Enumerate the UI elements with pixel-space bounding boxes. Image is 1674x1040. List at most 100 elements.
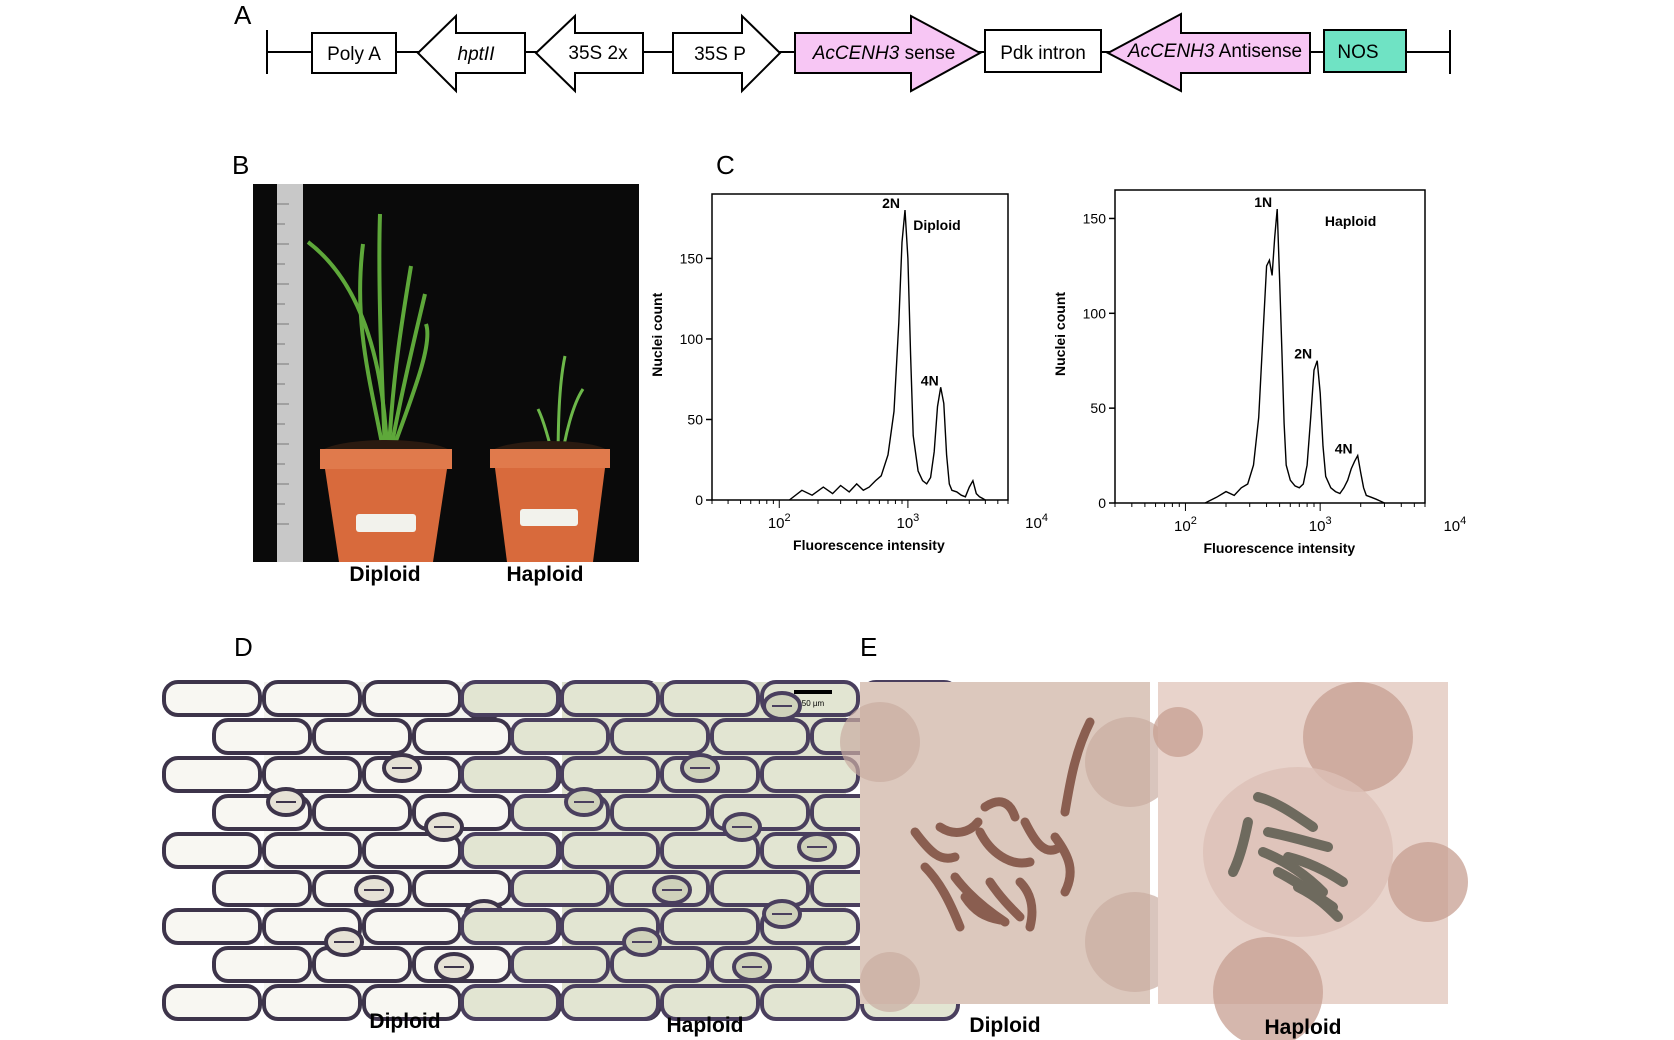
x-tick-label: 102 [768, 512, 791, 532]
y-axis-label: Nuclei count [1052, 292, 1068, 376]
peak-label: 4N [921, 372, 939, 388]
epidermal-cell [162, 680, 262, 717]
stomata-caption-haploid: Haploid [666, 1014, 744, 1037]
diploid-pot [320, 440, 452, 562]
epidermal-cell [460, 832, 560, 869]
y-tick-label: 150 [1083, 210, 1107, 226]
epidermal-cell [162, 984, 262, 1021]
scale-bar-label: 50 µm [802, 699, 825, 708]
construct-pdk-intron-box: Pdk intron [984, 29, 1102, 73]
epidermal-cell [312, 946, 412, 983]
epidermal-cell [660, 832, 760, 869]
chromosome-caption-diploid: Diploid [969, 1014, 1041, 1037]
x-tick-label: 103 [1309, 515, 1332, 535]
scale-bar [794, 690, 832, 694]
epidermal-cell [710, 718, 810, 755]
x-tick-label: 104 [1025, 512, 1048, 532]
panel-letter-d: D [234, 632, 253, 662]
epidermal-cell [610, 946, 710, 983]
stomata-photo-haploid: 50 µm [460, 680, 1010, 1021]
chart-frame [711, 193, 1009, 501]
epidermal-cell [660, 908, 760, 945]
haploid-chromosomes [1228, 792, 1348, 922]
peak-label: 2N [882, 195, 900, 211]
epidermal-cell [560, 984, 660, 1021]
construct-label: Pdk intron [1000, 43, 1086, 64]
haploid-pot [490, 441, 610, 562]
construct-nos-box: NOS [1323, 29, 1407, 73]
diploid-chromosomes [910, 717, 1095, 932]
epidermal-cell [610, 794, 710, 831]
epidermal-cell [460, 908, 560, 945]
epidermal-cell [460, 680, 560, 717]
construct-label: 35S 2x [568, 43, 628, 64]
construct-label: hptII [458, 44, 496, 65]
panel-letter-e: E [860, 632, 878, 662]
epidermal-cell [412, 870, 512, 907]
construct-label: Poly A [327, 44, 381, 65]
stomata-caption-diploid: Diploid [369, 1010, 441, 1033]
construct-label: AcCENH3 Antisense [1127, 41, 1302, 62]
epidermal-cell [262, 984, 362, 1021]
ruler [277, 184, 303, 562]
y-tick-label: 150 [680, 250, 704, 266]
construct-accenh3-sense-arrow: AcCENH3 sense [794, 14, 983, 93]
chromosome-photo-diploid [840, 682, 1185, 1012]
epidermal-cell [362, 680, 462, 717]
epidermal-cell [162, 908, 262, 945]
gene-construct-diagram: Poly A hptII 35S 2x 35S P AcCENH3 sense … [266, 12, 1451, 94]
epidermal-cell [660, 984, 760, 1021]
chart-legend: Diploid [913, 217, 960, 233]
y-tick-label: 50 [1090, 400, 1106, 416]
y-tick-label: 50 [687, 411, 703, 427]
chromosome-caption-haploid: Haploid [1264, 1016, 1342, 1039]
epidermal-cell [312, 718, 412, 755]
epidermal-cell [560, 756, 660, 793]
construct-poly-a-box: Poly A [311, 32, 397, 74]
construct-35s-p-arrow: 35S P [672, 13, 782, 94]
y-tick-label: 100 [680, 331, 704, 347]
panel-letter-a: A [234, 0, 252, 30]
chart-frame [1114, 189, 1426, 504]
epidermal-cell [312, 794, 412, 831]
epidermal-cell [760, 756, 860, 793]
pot-tag-diploid [356, 514, 416, 532]
x-tick-label: 102 [1174, 515, 1197, 535]
construct-label: AcCENH3 sense [812, 43, 956, 64]
construct-label: NOS [1337, 42, 1378, 63]
chart-legend: Haploid [1325, 213, 1376, 229]
epidermal-cell [510, 718, 610, 755]
construct-hptii-arrow: hptII [416, 13, 526, 94]
construct-35s-2x-arrow: 35S 2x [534, 13, 644, 94]
panel-letter-c: C [716, 150, 735, 180]
epidermal-cell [212, 870, 312, 907]
plant-caption-diploid: Diploid [349, 563, 421, 586]
chromosome-photo-haploid [1153, 682, 1468, 1040]
epidermal-cell [710, 870, 810, 907]
epidermal-cell [162, 832, 262, 869]
y-axis-label: Nuclei count [649, 292, 665, 376]
epidermal-cell [760, 984, 860, 1021]
epidermal-cell [510, 870, 610, 907]
panel-letter-b: B [232, 150, 250, 180]
y-tick-label: 100 [1083, 305, 1107, 321]
epidermal-cell [262, 832, 362, 869]
epidermal-cell [610, 718, 710, 755]
epidermal-cell [460, 756, 560, 793]
y-tick-label: 0 [695, 492, 703, 508]
epidermal-cell [510, 946, 610, 983]
histogram-line [1204, 208, 1385, 504]
plant-caption-haploid: Haploid [506, 563, 584, 586]
y-tick-label: 0 [1098, 495, 1106, 511]
epidermal-cell [560, 680, 660, 717]
construct-accenh3-antisense-arrow: AcCENH3 Antisense [1105, 12, 1311, 93]
construct-label: 35S P [694, 44, 746, 65]
epidermal-cell [212, 718, 312, 755]
pot-tag-haploid [520, 509, 578, 526]
epidermal-cell [362, 908, 462, 945]
x-axis-label: Fluorescence intensity [793, 537, 945, 553]
epidermal-cell [460, 984, 560, 1021]
peak-label: 1N [1254, 194, 1272, 210]
epidermal-cell [162, 756, 262, 793]
